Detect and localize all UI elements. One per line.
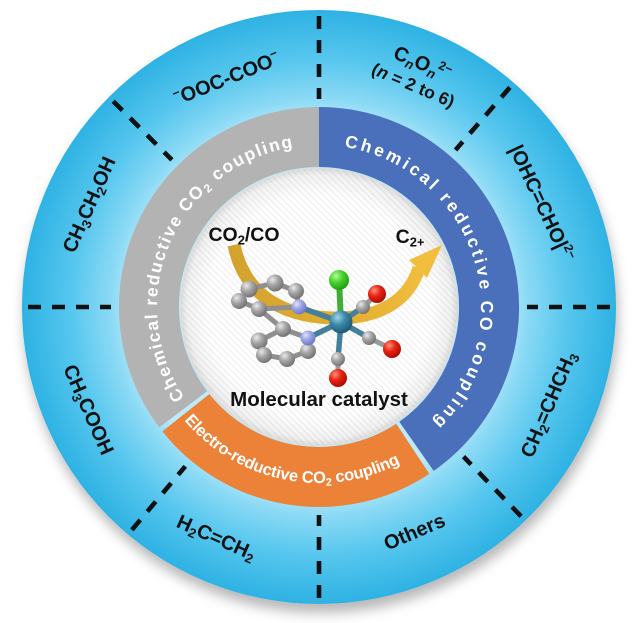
band-segment-chemical-co: [318, 107, 520, 471]
atom-carbon: [300, 343, 316, 359]
product-label-line1: CnOn2−: [390, 40, 455, 87]
band-segment-electro-co2: [162, 393, 430, 507]
inner-band: [118, 107, 520, 507]
reactant-label: CO2/CO: [208, 224, 279, 248]
band-segment-chemical-co2: [118, 107, 320, 428]
atom-nitrogen: [291, 299, 307, 315]
atom-metal: [329, 310, 353, 334]
atom-nitrogen: [300, 330, 316, 346]
atom-carbon: [251, 301, 267, 317]
atom-chlorine: [329, 270, 349, 290]
center-disc-vignette: [180, 168, 458, 446]
atom-oxygen: [329, 369, 347, 387]
atom-carbon: [231, 293, 247, 309]
atom-carbon: [256, 347, 272, 363]
product-c2plus-label: C2+: [396, 226, 425, 250]
atom-carbon: [331, 352, 345, 366]
atom-carbon: [288, 283, 304, 299]
atom-carbon: [362, 331, 376, 345]
atom-carbon: [240, 280, 258, 298]
atom-carbon: [356, 300, 370, 314]
arrow-head: [409, 245, 442, 278]
atom-carbon: [266, 274, 284, 292]
atom-carbon: [250, 332, 268, 350]
molecule-model: [231, 270, 401, 387]
atom-carbon: [279, 351, 295, 367]
atom-carbon: [275, 321, 291, 337]
center-caption: Molecular catalyst: [230, 388, 408, 411]
atom-oxygen: [368, 285, 386, 303]
atom-oxygen: [383, 340, 401, 358]
